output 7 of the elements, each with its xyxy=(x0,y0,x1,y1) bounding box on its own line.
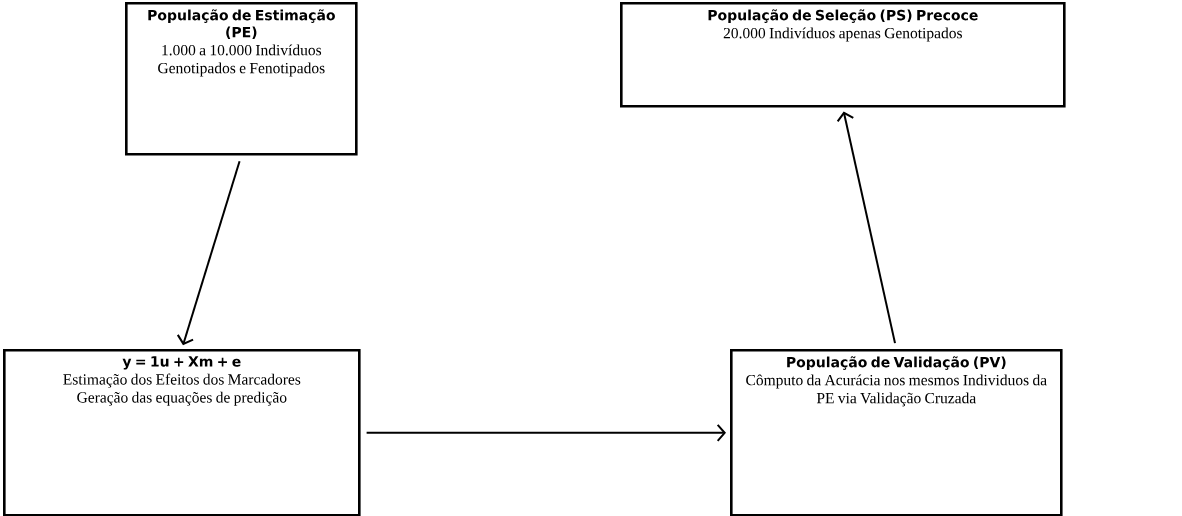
process-box: População de Estimação (PE) 1.000 a 10.000 Indivíduos Genotipados e Fenotipados xyxy=(125,2,358,156)
arrow xyxy=(365,423,726,442)
process-box: y = 1u + Xm + e Estimação dos Efeitos dos Marcadores Geração das equações de predição xyxy=(3,349,361,516)
arrow xyxy=(176,160,241,346)
process-box: População de Validação (PV) Cômputo da Acurácia nos mesmos Individuos da PE via Validação Cruzada xyxy=(730,349,1063,516)
process-box: População de Seleção (PS) Precoce 20.000 Indivíduos apenas Genotipados xyxy=(620,2,1066,108)
arrow xyxy=(836,111,896,345)
